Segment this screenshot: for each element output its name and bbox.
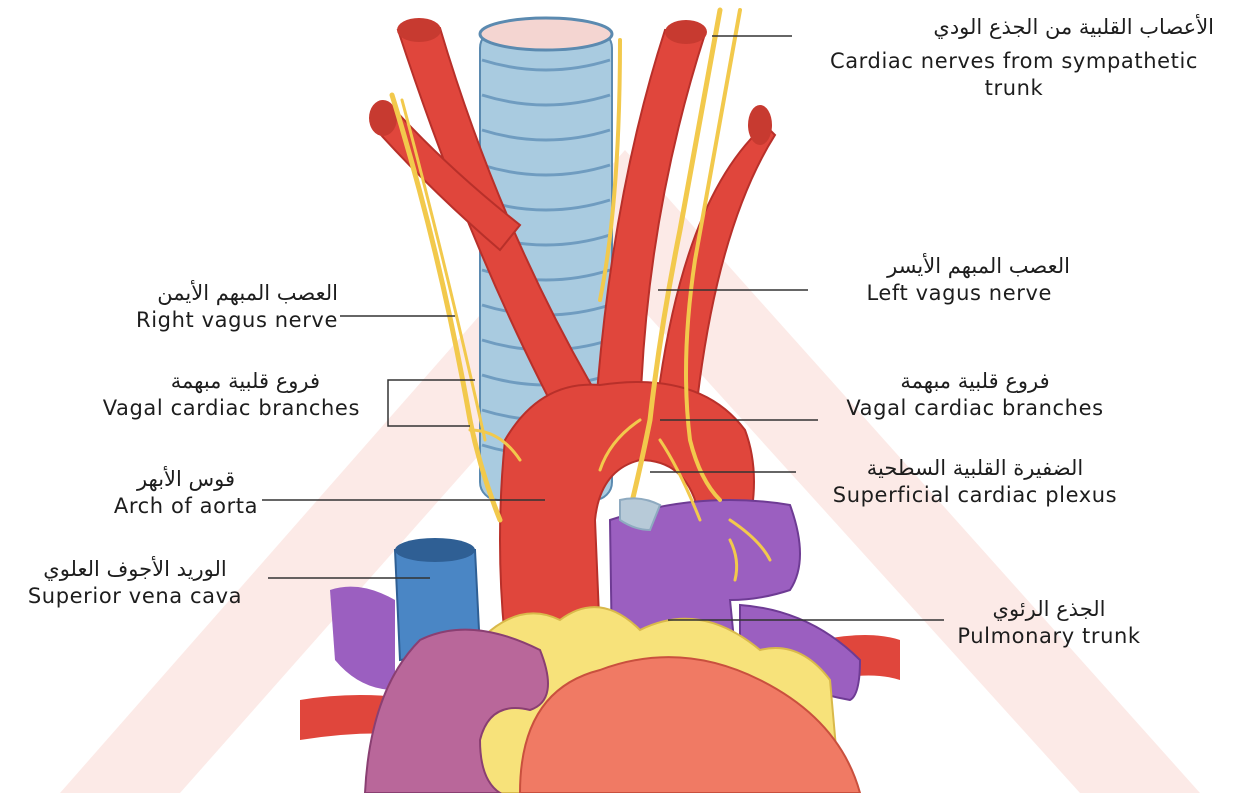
label-arch-of-aorta-en: Arch of aorta [96, 493, 276, 520]
label-svc: الوريد الأجوف العلوي Superior vena cava [4, 556, 266, 611]
label-cardiac-nerves: الأعصاب القلبية من الجذع الودي [794, 14, 1214, 41]
label-svc-en: Superior vena cava [4, 583, 266, 610]
label-right-vagus-ar: العصب المبهم الأيمن [40, 280, 338, 307]
label-vagal-branches-left: فروع قلبية مبهمة Vagal cardiac branches [820, 368, 1130, 423]
label-pulmonary-trunk: الجذع الرئوي Pulmonary trunk [936, 596, 1162, 651]
label-vagal-branches-right-ar: فروع قلبية مبهمة [40, 368, 320, 395]
label-vagal-branches-left-ar: فروع قلبية مبهمة [820, 368, 1130, 395]
label-left-vagus-ar: العصب المبهم الأيسر [800, 253, 1070, 280]
label-right-vagus: العصب المبهم الأيمن Right vagus nerve [40, 280, 338, 335]
label-pulmonary-trunk-ar: الجذع الرئوي [936, 596, 1162, 623]
label-arch-of-aorta: قوس الأبهر Arch of aorta [96, 466, 276, 521]
label-vagal-branches-left-en: Vagal cardiac branches [820, 395, 1130, 422]
label-pulmonary-trunk-en: Pulmonary trunk [936, 623, 1162, 650]
label-arch-of-aorta-ar: قوس الأبهر [96, 466, 276, 493]
label-left-vagus-en: Left vagus nerve [800, 280, 1052, 307]
label-cardiac-nerves-en2: trunk [796, 75, 1232, 102]
label-svc-ar: الوريد الأجوف العلوي [4, 556, 266, 583]
right-lung-vessel [330, 587, 395, 690]
label-cardiac-nerves-ar: الأعصاب القلبية من الجذع الودي [794, 14, 1214, 41]
label-superficial-plexus-en: Superficial cardiac plexus [800, 482, 1150, 509]
label-superficial-plexus-ar: الضفيرة القلبية السطحية [800, 455, 1150, 482]
label-cardiac-nerves-en-block: Cardiac nerves from sympathetic trunk [796, 48, 1232, 103]
label-left-vagus: العصب المبهم الأيسر Left vagus nerve [800, 253, 1070, 308]
label-vagal-branches-right-en: Vagal cardiac branches [40, 395, 360, 422]
label-vagal-branches-right: فروع قلبية مبهمة Vagal cardiac branches [40, 368, 360, 423]
label-right-vagus-en: Right vagus nerve [40, 307, 338, 334]
label-cardiac-nerves-en: Cardiac nerves from sympathetic [796, 48, 1232, 75]
label-superficial-plexus: الضفيرة القلبية السطحية Superficial card… [800, 455, 1150, 510]
